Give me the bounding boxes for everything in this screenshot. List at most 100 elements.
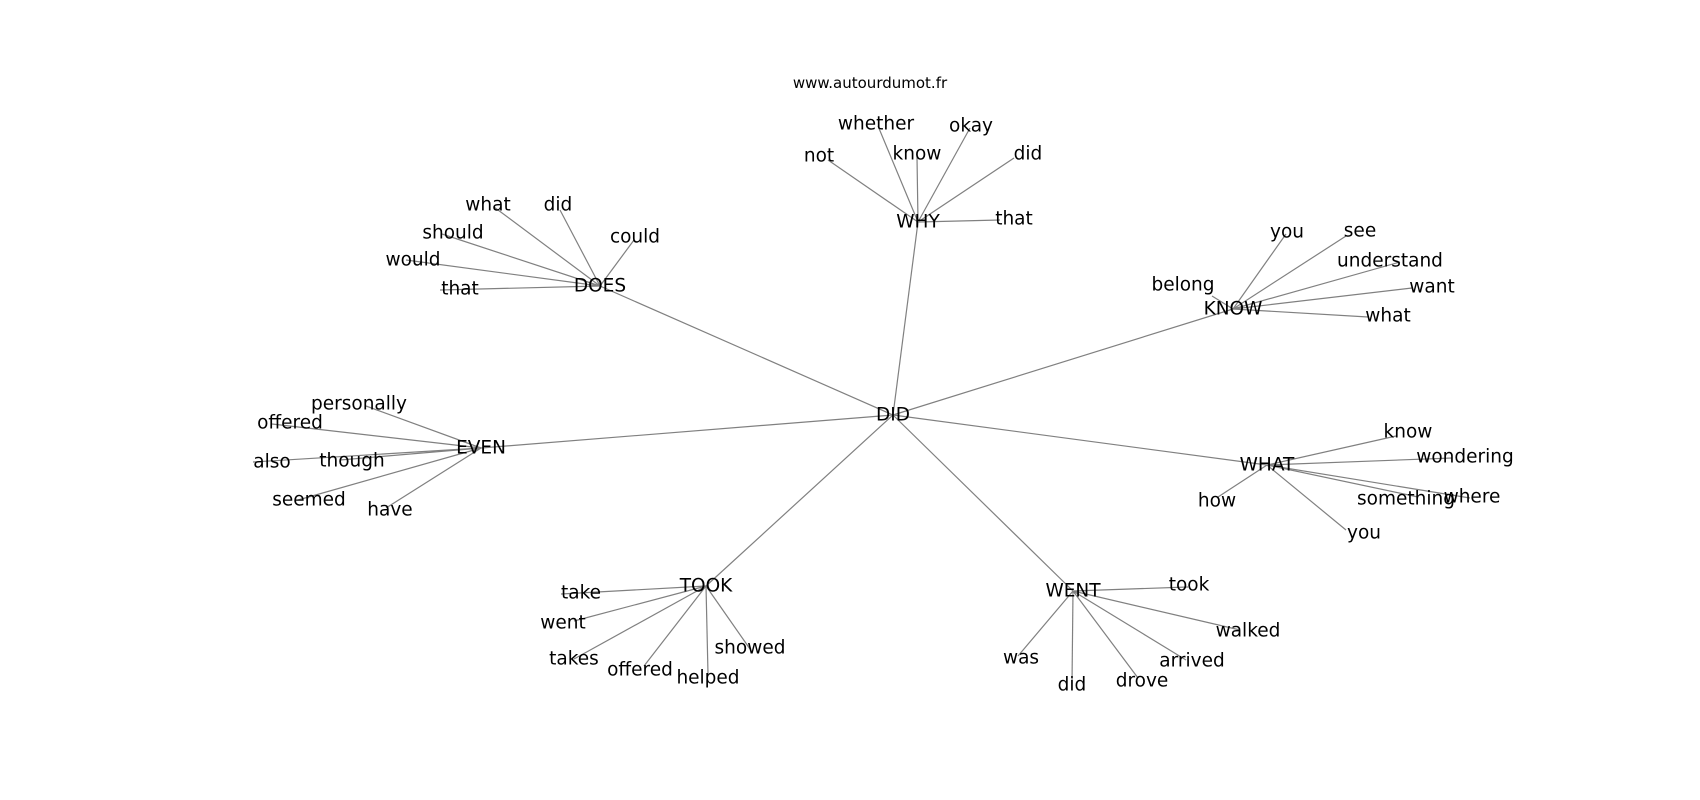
edge-even-have [385,447,482,509]
edge-does-that [439,285,601,291]
word-node-went-walked: walked [1216,621,1281,642]
word-node-know-want: want [1409,277,1454,298]
word-node-does-did: did [544,195,573,216]
word-node-does-could: could [610,227,660,248]
word-node-why-not: not [804,146,834,167]
word-node-took-offered: offered [607,660,673,681]
graph-labels: www.autourdumot.fr DIDWHYnotwhetherknowo… [253,74,1513,696]
hub-node-took: TOOK [679,576,733,597]
edge-went-did [1071,590,1074,685]
word-node-even-have: have [367,500,412,521]
word-node-know-understand: understand [1337,251,1443,272]
edge-took-offered [643,585,707,667]
edge-even-seemed [297,447,482,501]
word-node-even-offered: offered [257,413,323,434]
edge-why-that [917,219,1001,223]
edge-why-not [827,159,919,223]
edge-went-arrived [1072,590,1187,661]
edge-what-where [1266,464,1471,499]
edge-took-takes [573,585,707,660]
edge-what-know [1266,435,1397,466]
word-node-why-that: that [995,209,1033,230]
edge-why-whether [877,125,919,223]
root-node-did: DID [876,405,910,426]
edge-why-okay [917,127,971,223]
word-node-took-helped: helped [676,668,739,689]
word-node-why-did: did [1014,144,1043,165]
word-node-what-wondering: wondering [1416,447,1514,468]
graph-edges [252,125,1471,685]
source-watermark: www.autourdumot.fr [793,74,948,92]
word-node-took-take: take [561,583,601,604]
word-node-even-personally: personally [311,394,407,415]
edge-did-even [480,414,894,449]
word-node-what-know: know [1384,422,1433,443]
hub-node-even: EVEN [456,438,506,459]
word-node-even-also: also [253,452,290,473]
word-node-even-seemed: seemed [272,490,346,511]
word-node-went-arrived: arrived [1159,651,1224,672]
word-node-what-you: you [1347,523,1381,544]
edge-did-why [892,221,919,416]
word-node-why-okay: okay [949,116,993,137]
word-node-took-takes: takes [549,649,599,670]
edge-what-something [1266,464,1419,498]
word-node-went-took: took [1169,575,1210,596]
edge-took-went [573,585,707,622]
word-node-went-drove: drove [1116,671,1169,692]
edge-took-take [560,585,707,595]
edge-even-though [339,447,482,461]
word-node-does-what: what [465,195,510,216]
edge-know-belong [1211,295,1234,310]
word-node-even-though: though [319,451,385,472]
hub-node-went: WENT [1045,581,1101,602]
edge-why-did [917,157,1015,223]
edge-did-went [892,414,1074,592]
edge-does-could [599,239,635,287]
word-node-does-would: would [385,250,440,271]
edge-went-drove [1072,590,1139,679]
word-node-went-was: was [1003,648,1039,669]
edge-know-want [1232,287,1413,310]
word-node-know-you: you [1270,222,1304,243]
edge-know-see [1232,235,1347,310]
edge-know-understand [1232,261,1401,310]
edge-know-what [1232,308,1369,318]
edge-did-what [892,414,1268,466]
edge-know-you [1232,233,1287,310]
edge-did-does [599,285,894,416]
edge-does-what [493,206,601,287]
hub-node-know: KNOW [1204,299,1263,320]
word-node-does-that: that [441,279,479,300]
word-node-know-see: see [1344,221,1376,242]
word-node-took-went: went [540,613,586,634]
word-node-what-where: where [1444,487,1501,508]
edge-did-know [892,308,1234,416]
edge-what-how [1217,464,1268,498]
edge-what-wondering [1266,457,1453,466]
edge-even-offered [271,423,482,449]
word-node-what-something: something [1357,489,1455,510]
word-node-does-should: should [422,223,483,244]
edge-what-you [1266,464,1347,531]
edge-does-did [559,209,601,287]
word-node-know-belong: belong [1151,275,1214,296]
word-node-why-whether: whether [838,114,915,135]
word-node-what-how: how [1198,491,1236,512]
word-node-went-did: did [1058,675,1087,696]
edge-why-know [916,156,919,223]
edge-does-should [441,233,601,287]
edge-went-walked [1072,590,1241,631]
edge-took-helped [705,585,709,675]
edge-took-showed [705,585,751,650]
word-node-why-know: know [893,144,942,165]
hub-node-why: WHY [896,212,940,233]
edge-does-would [405,259,601,287]
edge-even-personally [365,405,482,449]
edge-went-took [1072,586,1189,592]
edge-even-also [252,447,482,463]
word-node-know-what: what [1365,306,1410,327]
edge-went-was [1017,590,1074,657]
word-node-took-showed: showed [715,638,786,659]
